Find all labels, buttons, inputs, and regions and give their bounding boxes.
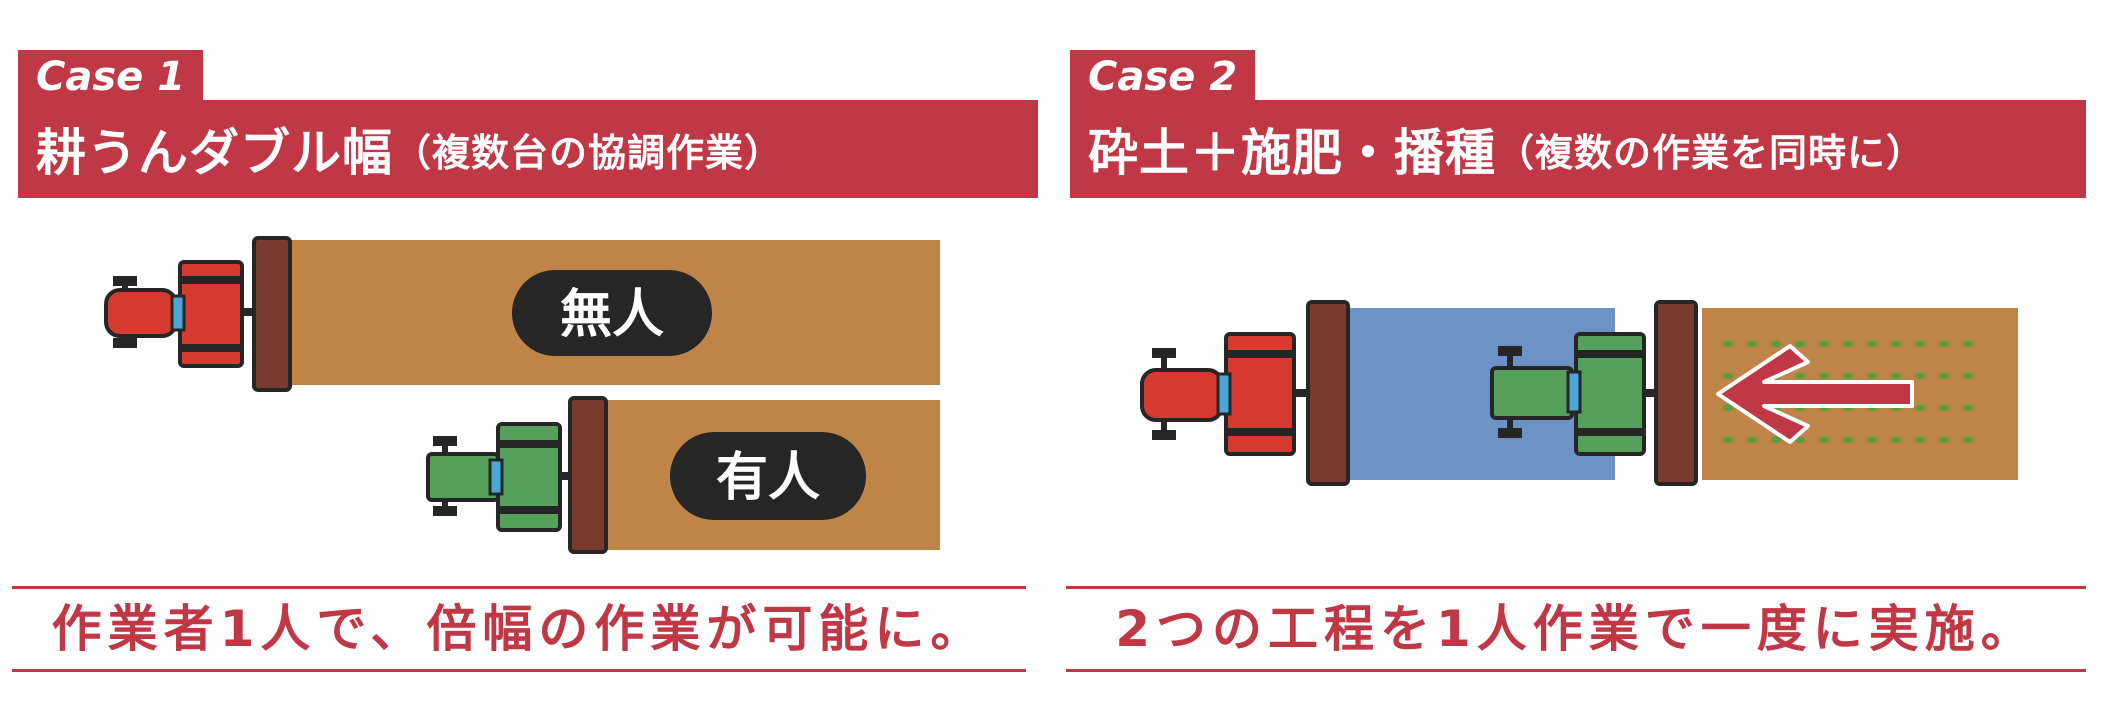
seed-dot bbox=[1819, 436, 1829, 444]
seed-dot bbox=[1915, 340, 1925, 348]
seed-dot bbox=[1819, 372, 1829, 380]
seed-dot bbox=[1891, 340, 1901, 348]
case1-caption: 作業者1人で、倍幅の作業が可能に。 bbox=[12, 586, 1026, 672]
implement-bar bbox=[1654, 300, 1698, 486]
seed-dot bbox=[1771, 436, 1781, 444]
seed-dot bbox=[1963, 404, 1973, 412]
green-tractor-manned bbox=[426, 396, 608, 554]
case1-title: 耕うんダブル幅 bbox=[36, 124, 393, 182]
seed-dot bbox=[1795, 436, 1805, 444]
seed-dot bbox=[1843, 340, 1853, 348]
seed-dot bbox=[1867, 372, 1877, 380]
manned-label-text: 有人 bbox=[716, 448, 820, 508]
seed-dot bbox=[1963, 340, 1973, 348]
seed-dot bbox=[1771, 340, 1781, 348]
seed-dot bbox=[1963, 436, 1973, 444]
case2-title: 砕土＋施肥・播種 bbox=[1088, 124, 1496, 182]
seed-dot bbox=[1723, 404, 1733, 412]
manned-label: 有人 bbox=[670, 432, 866, 520]
case1-tag: Case 1 bbox=[18, 50, 204, 104]
case2-tag: Case 2 bbox=[1070, 50, 1256, 104]
implement-bar bbox=[252, 236, 292, 392]
seed-dot bbox=[1939, 372, 1949, 380]
case1-banner: 耕うんダブル幅 （複数台の協調作業） bbox=[18, 100, 1038, 198]
red-tractor-harrow bbox=[1140, 300, 1350, 486]
case2-banner: 砕土＋施肥・播種 （複数の作業を同時に） bbox=[1070, 100, 2086, 198]
seed-dot bbox=[1747, 436, 1757, 444]
seed-dot bbox=[1963, 372, 1973, 380]
unmanned-label: 無人 bbox=[512, 270, 712, 356]
red-tractor-unmanned bbox=[104, 236, 292, 392]
seed-dot bbox=[1795, 372, 1805, 380]
seed-dot bbox=[1915, 404, 1925, 412]
seed-dot bbox=[1867, 340, 1877, 348]
seed-dot bbox=[1939, 436, 1949, 444]
seed-dot bbox=[1891, 372, 1901, 380]
seed-dot bbox=[1723, 436, 1733, 444]
implement-bar bbox=[568, 396, 608, 554]
case2-subtitle: （複数の作業を同時に） bbox=[1496, 130, 1926, 175]
seed-dot bbox=[1723, 340, 1733, 348]
seed-dot bbox=[1843, 436, 1853, 444]
seed-dot bbox=[1723, 372, 1733, 380]
seed-dot bbox=[1939, 404, 1949, 412]
implement-bar bbox=[1306, 300, 1350, 486]
seed-dot bbox=[1867, 436, 1877, 444]
seed-dot bbox=[1915, 372, 1925, 380]
seed-dot bbox=[1939, 340, 1949, 348]
seed-dot bbox=[1747, 340, 1757, 348]
seed-dot bbox=[1891, 436, 1901, 444]
seed-dot bbox=[1819, 340, 1829, 348]
seed-dot bbox=[1915, 436, 1925, 444]
seed-dot bbox=[1843, 372, 1853, 380]
unmanned-label-text: 無人 bbox=[560, 285, 664, 345]
direction-arrow-left bbox=[1716, 344, 1914, 444]
green-tractor-seeder bbox=[1490, 300, 1698, 486]
case2-caption: 2つの工程を1人作業で一度に実施。 bbox=[1066, 586, 2086, 672]
case1-subtitle: （複数台の協調作業） bbox=[393, 130, 784, 175]
seed-dot bbox=[1795, 340, 1805, 348]
